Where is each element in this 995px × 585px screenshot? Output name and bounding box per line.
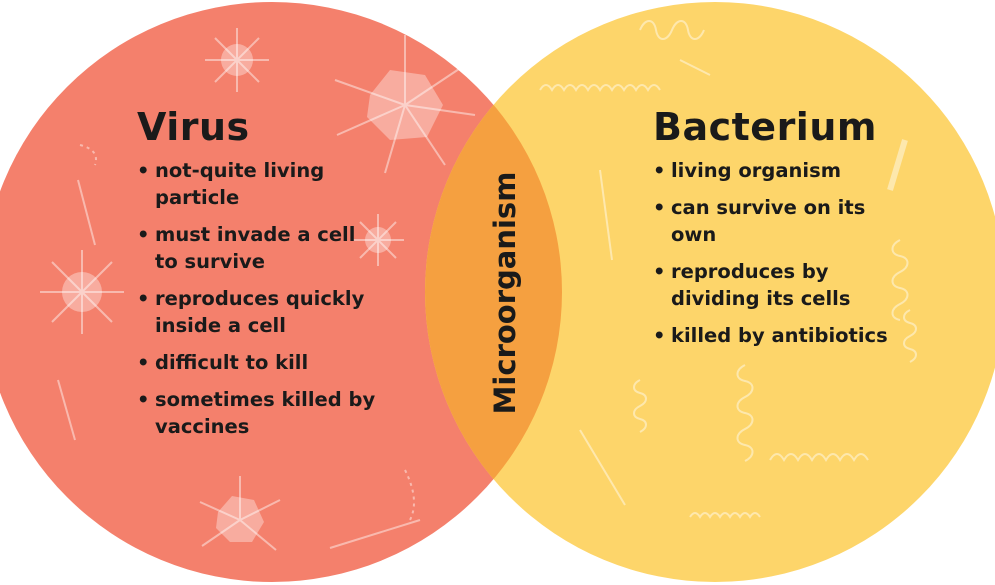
virus-trait-item: difficult to kill	[137, 349, 377, 376]
overlap-label: Microorganism	[488, 172, 522, 415]
virus-trait-item: must invade a cell to survive	[137, 221, 377, 275]
bacterium-title: Bacterium	[653, 105, 877, 149]
virus-trait-item: not-quite living particle	[137, 157, 377, 211]
virus-title: Virus	[137, 105, 250, 149]
virus-traits-list: not-quite living particle must invade a c…	[137, 157, 377, 450]
bacterium-traits-list: living organism can survive on its own rep…	[653, 157, 913, 359]
bacterium-trait-item: killed by antibiotics	[653, 322, 913, 349]
bacterium-trait-item: reproduces by dividing its cells	[653, 258, 913, 312]
bacterium-trait-item: can survive on its own	[653, 194, 913, 248]
virus-trait-item: reproduces quickly inside a cell	[137, 285, 377, 339]
virus-particle-icon	[40, 250, 124, 334]
virus-trait-item: sometimes killed by vaccines	[137, 386, 377, 440]
bacterium-trait-item: living organism	[653, 157, 913, 184]
